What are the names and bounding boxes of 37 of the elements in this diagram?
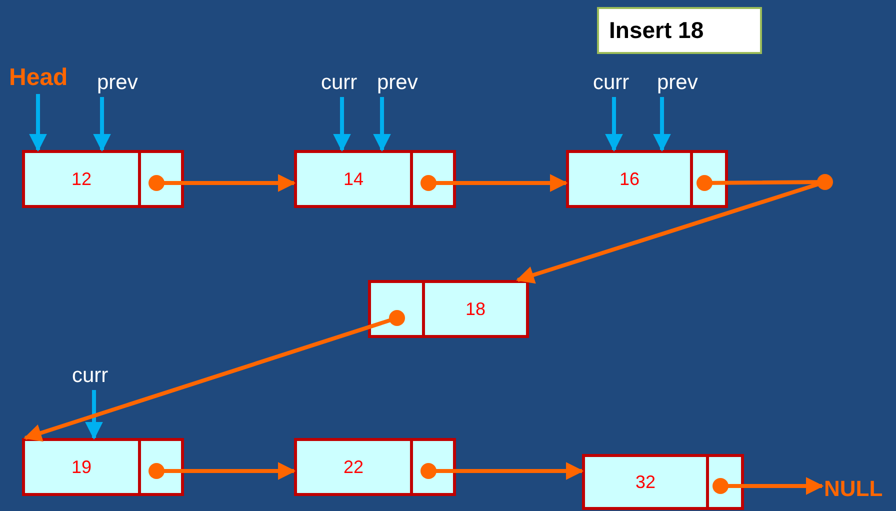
title-box: Insert 18 — [597, 7, 762, 54]
pointer-arrow — [373, 97, 391, 152]
pointer-label: curr — [321, 71, 358, 95]
pointer-arrow — [712, 477, 824, 495]
node-value: 32 — [634, 471, 657, 493]
node-value: 16 — [618, 168, 641, 190]
pointer-label: prev — [377, 71, 418, 95]
pointer-arrow — [333, 97, 351, 152]
pointer-arrow — [24, 310, 405, 442]
pointer-arrow — [605, 97, 623, 152]
list-node-box — [294, 438, 456, 496]
pointer-arrow — [148, 462, 296, 480]
list-node-box — [22, 438, 184, 496]
list-node-box — [582, 454, 744, 510]
list-node-box — [22, 150, 184, 208]
pointer-label: curr — [593, 71, 630, 95]
pointer-arrow — [29, 94, 47, 152]
pointer-arrow — [420, 174, 568, 192]
list-node-box — [294, 150, 456, 208]
pointer-label: prev — [657, 71, 698, 95]
pointer-label: Head — [9, 64, 68, 92]
list-node-box — [368, 280, 529, 338]
pointer-arrow — [148, 174, 296, 192]
pointer-arrow — [653, 97, 671, 152]
node-value: 18 — [464, 298, 487, 320]
null-label: NULL — [824, 476, 883, 502]
pointer-arrow — [420, 462, 584, 480]
node-value: 14 — [342, 168, 365, 190]
pointer-arrow — [516, 174, 833, 284]
pointer-label: curr — [72, 364, 108, 388]
node-value: 22 — [342, 456, 365, 478]
pointer-label: prev — [97, 71, 138, 95]
pointer-arrow — [93, 97, 111, 152]
node-value: 19 — [70, 456, 93, 478]
list-node-box — [566, 150, 728, 208]
node-value: 12 — [70, 168, 93, 190]
pointer-arrow — [85, 390, 103, 440]
